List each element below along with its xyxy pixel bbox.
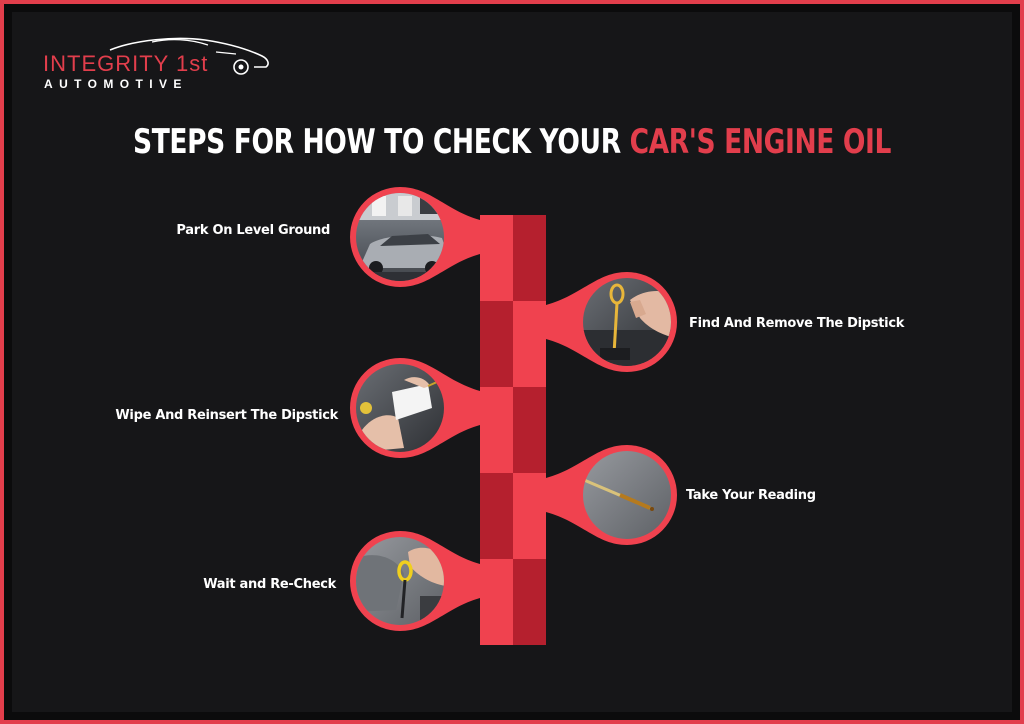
column-cell — [513, 559, 546, 645]
car-in-garage-photo — [356, 193, 444, 281]
logo-tagline: AUTOMOTIVE — [44, 77, 188, 91]
column-cell — [480, 301, 513, 387]
column-cell — [513, 473, 546, 559]
column-cell — [480, 473, 513, 559]
title-part-red: CAR'S ENGINE OIL — [629, 122, 892, 162]
dipstick-in-engine-photo — [356, 537, 444, 625]
step-2-label: Find And Remove The Dipstick — [689, 316, 905, 331]
column-cell — [513, 215, 546, 301]
step-3-label: Wipe And Reinsert The Dipstick — [115, 408, 338, 423]
column-cell — [480, 559, 513, 645]
step-2-bubble — [546, 272, 677, 372]
column-cell — [513, 301, 546, 387]
step-4-label: Take Your Reading — [686, 488, 816, 503]
step-1-label: Park On Level Ground — [176, 223, 330, 238]
step-5-bubble — [350, 531, 480, 631]
column-cell — [513, 387, 546, 473]
page-title: STEPS FOR HOW TO CHECK YOUR CAR'S ENGINE… — [113, 122, 912, 162]
column-cell — [480, 387, 513, 473]
logo-wordmark: INTEGRITY 1st — [43, 51, 209, 76]
dipstick-oil-reading-photo — [583, 451, 671, 539]
step-5-label: Wait and Re-Check — [203, 577, 336, 592]
hand-wiping-dipstick-photo — [356, 364, 444, 452]
column-cell — [480, 215, 513, 301]
timeline-column — [480, 215, 546, 645]
step-4-bubble — [546, 445, 677, 545]
step-3-bubble — [350, 358, 480, 458]
car-silhouette-icon — [109, 37, 269, 75]
title-part-white: STEPS FOR HOW TO CHECK YOUR — [132, 122, 630, 162]
step-1-bubble — [350, 187, 480, 287]
brand-logo: INTEGRITY 1st AUTOMOTIVE — [40, 34, 275, 94]
